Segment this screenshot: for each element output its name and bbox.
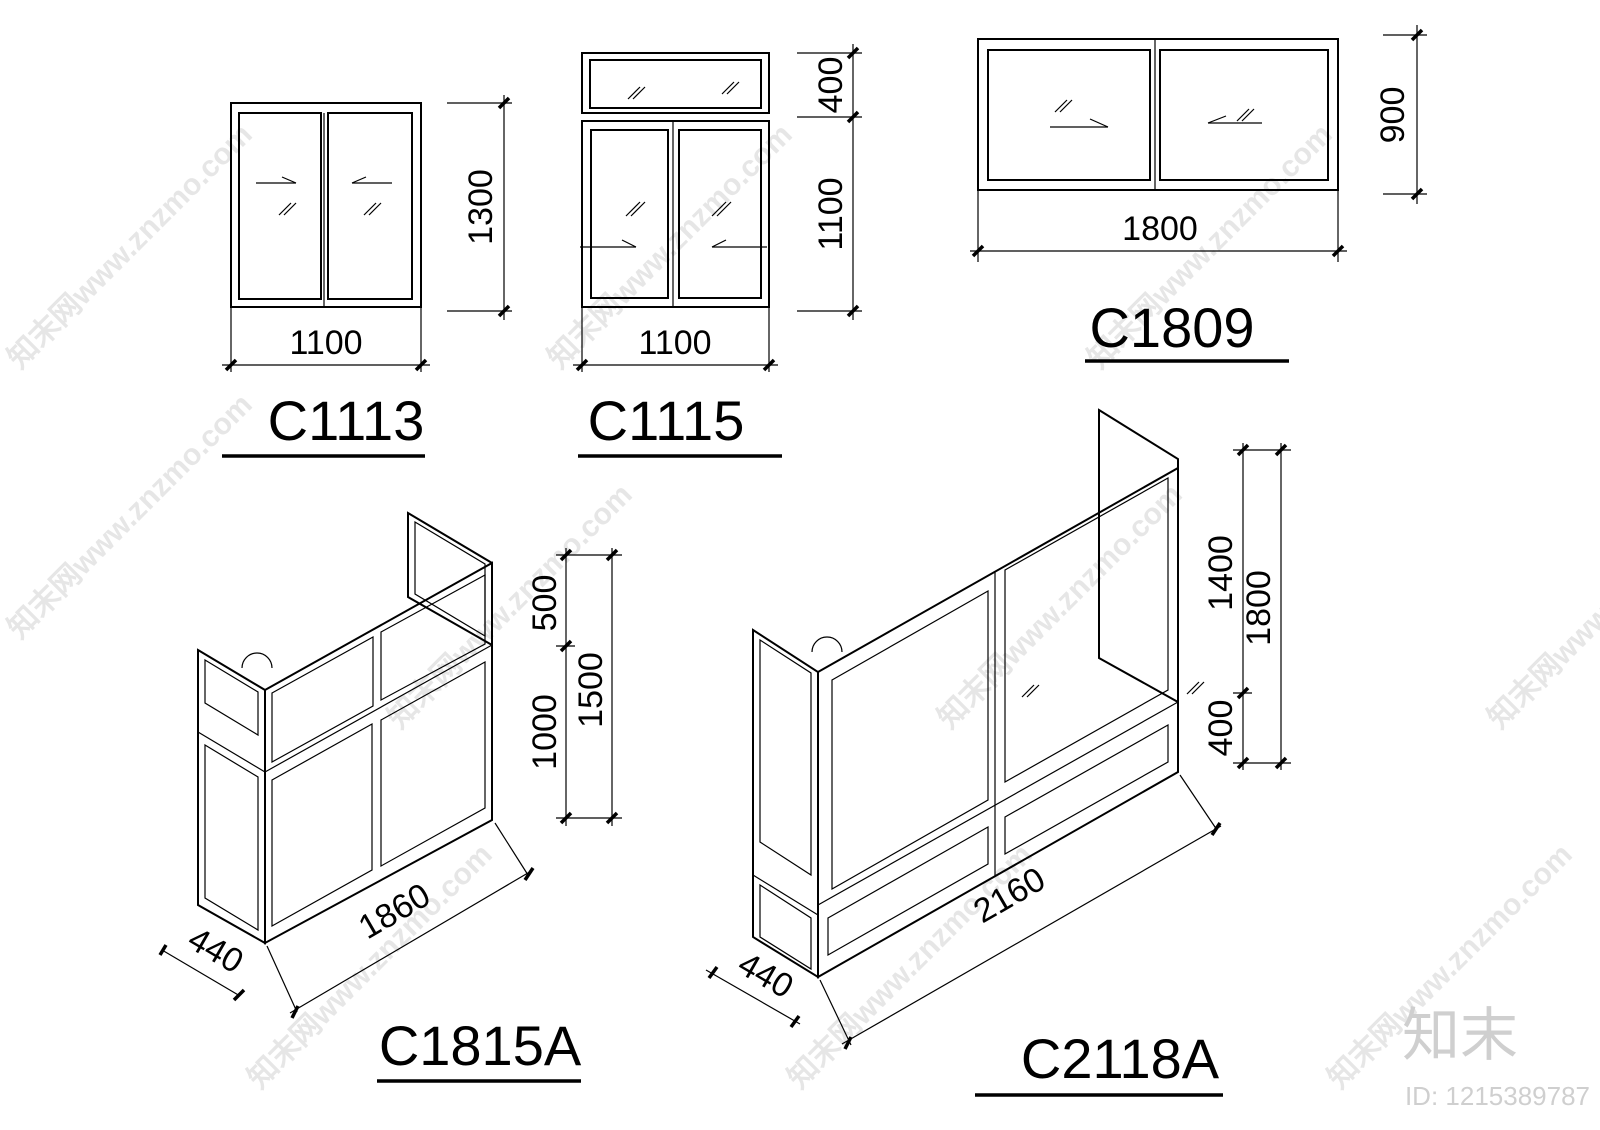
c1809-title: C1809 [1089, 296, 1254, 359]
window-c1115: 1100 400 1100 C1115 [573, 44, 862, 458]
watermark-site-6: 知末网www.znzmo.com [932, 478, 1189, 735]
c1815a-height-bottom-dim: 1000 [526, 694, 564, 770]
c2118a-height-top-dim: 1400 [1202, 535, 1240, 611]
window-c2118a: 440 2160 1400 400 1800 C2118A [705, 408, 1291, 1097]
c2118a-height-total-dim: 1800 [1240, 570, 1278, 646]
c1815a-height-top-dim: 500 [526, 575, 564, 632]
window-c1113: 1100 1300 C1113 [222, 95, 512, 458]
c1113-height-dim: 1300 [462, 169, 500, 245]
c2118a-depth-dim: 440 [731, 945, 799, 1006]
c2118a-height-bottom-dim: 400 [1202, 700, 1240, 757]
c1115-height-top-dim: 400 [812, 57, 850, 114]
c1115-title: C1115 [588, 389, 745, 452]
c1809-height-dim: 900 [1374, 87, 1412, 144]
c1815a-height-total-dim: 1500 [572, 652, 610, 728]
c1113-title: C1113 [268, 389, 425, 452]
window-c1815a: 440 1860 500 1000 1500 C1815A [158, 511, 622, 1083]
window-c1809: 1800 900 C1809 [970, 25, 1427, 363]
c1115-width-dim: 1100 [638, 324, 711, 362]
c1115-height-bottom-dim: 1100 [812, 177, 850, 250]
c1113-width-dim: 1100 [289, 324, 362, 362]
brand-id-text: ID: 1215389787 [1405, 1081, 1590, 1111]
brand-logo-text: 知末 [1402, 1003, 1518, 1068]
brand-watermark: 知末 ID: 1215389787 [1402, 1003, 1590, 1111]
c1815a-title: C1815A [379, 1014, 582, 1077]
c1809-width-dim: 1800 [1122, 210, 1198, 248]
watermark-site-1: 知末网www.znzmo.com [2, 118, 259, 375]
watermark-site-4: 知末网www.znzmo.com [2, 388, 259, 645]
c2118a-title: C2118A [1021, 1027, 1220, 1090]
watermark-site-7: 知末网www.znzmo.com [1482, 478, 1600, 735]
watermark-site-9: 知末网www.znzmo.com [782, 838, 1039, 1095]
